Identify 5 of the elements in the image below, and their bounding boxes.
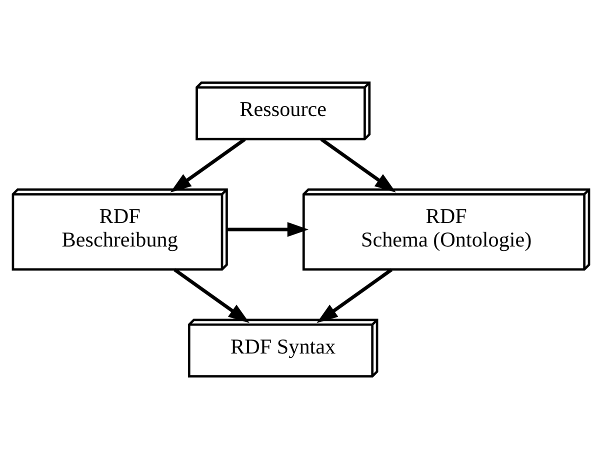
arrow [170,138,246,192]
arrow [226,222,309,237]
arrow [320,138,396,192]
arrow [174,268,250,324]
arrow [316,268,393,324]
